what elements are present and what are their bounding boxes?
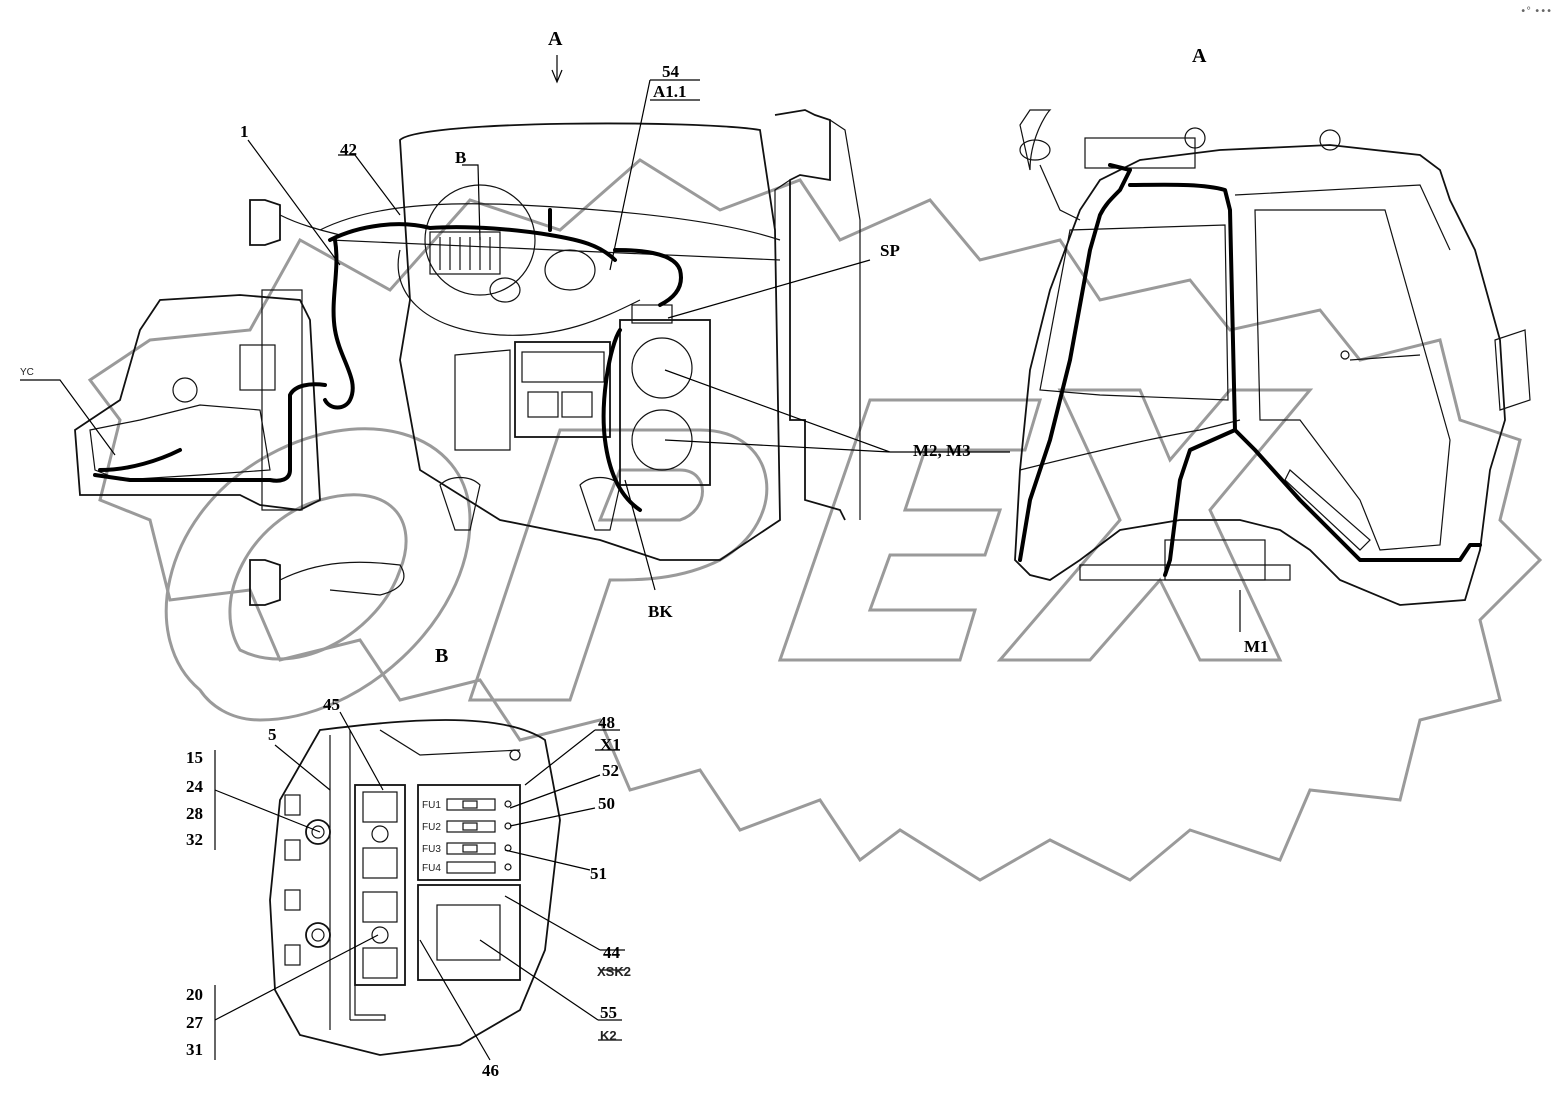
fuse-label-fu1: FU1 xyxy=(422,800,441,811)
callout-a1-1: A1.1 xyxy=(653,82,687,101)
callout-28: 28 xyxy=(186,804,203,823)
callout-42: 42 xyxy=(340,140,357,159)
callout-54: 54 xyxy=(662,62,680,81)
callout-x1: X1 xyxy=(600,735,621,754)
callout-15: 15 xyxy=(186,748,203,767)
callout-55: 55 xyxy=(600,1003,617,1022)
fuse-label-fu3: FU3 xyxy=(422,844,441,855)
callout-5: 5 xyxy=(268,725,277,744)
callout-yc: YC xyxy=(20,367,34,378)
callout-27: 27 xyxy=(186,1013,204,1032)
corner-mark: •° ••• xyxy=(1520,6,1552,17)
callout-31: 31 xyxy=(186,1040,203,1059)
engine-bay-view xyxy=(74,109,861,606)
callout-bk: BK xyxy=(648,602,673,621)
callout-1: 1 xyxy=(240,122,249,141)
view-b-title: B xyxy=(435,645,448,667)
callout-44: 44 xyxy=(603,943,621,962)
fuse-label-fu2: FU2 xyxy=(422,822,441,833)
view-a-marker: A xyxy=(548,28,563,50)
fuse-label-fu4: FU4 xyxy=(422,863,441,874)
callout-52: 52 xyxy=(602,761,619,780)
view-b-marker: B xyxy=(455,148,466,167)
callout-32: 32 xyxy=(186,830,203,849)
callout-labels: A A B B 1 42 54 A1.1 SP M2, M3 BK M1 YC … xyxy=(20,28,1269,1080)
callout-46: 46 xyxy=(482,1061,499,1080)
callout-xsk2: XSK2 xyxy=(597,964,631,979)
callout-50: 50 xyxy=(598,794,615,813)
leader-lines xyxy=(20,55,1241,1061)
callout-48: 48 xyxy=(598,713,615,732)
callout-20: 20 xyxy=(186,985,203,1004)
callout-k2: K2 xyxy=(600,1028,617,1043)
cab-view xyxy=(1014,109,1531,606)
callout-45: 45 xyxy=(323,695,340,714)
callout-24: 24 xyxy=(186,777,204,796)
detail-b-view: FU1 FU2 FU3 FU4 xyxy=(269,719,561,1056)
fuse-list: FU1 FU2 FU3 FU4 xyxy=(422,798,512,874)
callout-sp: SP xyxy=(880,241,900,260)
callout-m1: M1 xyxy=(1244,637,1269,656)
callout-51: 51 xyxy=(590,864,607,883)
callout-m2-m3: M2, M3 xyxy=(913,441,971,460)
view-a-title: A xyxy=(1192,45,1207,67)
watermark-logo xyxy=(87,158,1543,882)
